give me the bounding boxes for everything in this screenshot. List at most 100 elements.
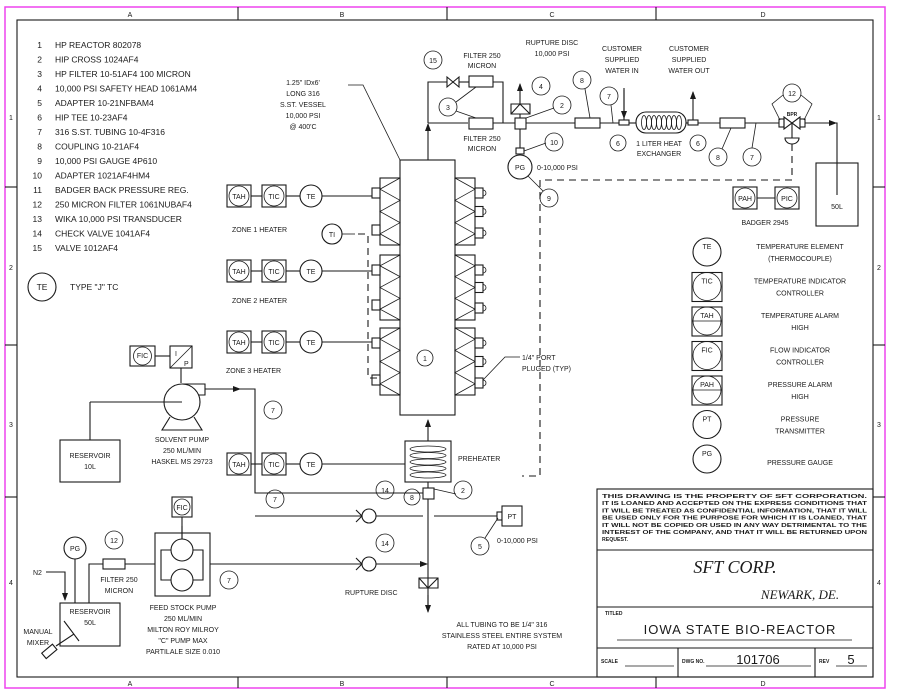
balloon-14-text: 14 (381, 541, 389, 548)
zone-col-b: B (340, 12, 345, 19)
tic-controller: TIC (261, 259, 287, 283)
preheater-section: PREHEATER 8 14 2 PT 5 0-10,000 PSI 14 (345, 419, 562, 651)
plugged-port (474, 337, 484, 349)
tubing-note: ALL TUBING TO BE 1/4" 316 (457, 622, 548, 629)
zone-row-1-right: 1 (877, 115, 881, 122)
preheater (404, 440, 452, 483)
reservoir-10l (59, 439, 121, 483)
tubing-note: RATED AT 10,000 PSI (467, 644, 537, 651)
zone-markers: A B C D A B C D 1 2 3 4 1 2 3 4 (5, 7, 885, 688)
legend-description: CONTROLLER (776, 360, 824, 367)
balloon-15-text: 15 (429, 58, 437, 65)
balloon-7-text: 7 (227, 578, 231, 585)
pressure-transmitter (501, 505, 523, 527)
zone-2-heater-label: ZONE 2 HEATER (232, 298, 287, 305)
tic-controller-text: TIC (268, 194, 279, 201)
port-note-line: PLUGED (TYP) (522, 366, 571, 373)
tic-controller: TIC (261, 330, 287, 354)
legend-symbol: TAH (700, 313, 713, 320)
filter-bottom-label: MICRON (468, 146, 496, 153)
tah-alarm-text: TAH (232, 194, 245, 201)
pt-text: PT (508, 514, 518, 521)
balloon-2-top (552, 95, 572, 115)
feed-pump-label: "C" PUMP MAX (158, 638, 208, 645)
back-pressure-regulator: BPR 12 (771, 83, 813, 145)
heat-exchanger-label: EXCHANGER (637, 151, 681, 158)
vessel-note-line: S.ST. VESSEL (280, 102, 326, 109)
zone-col-d-bottom: D (760, 681, 765, 688)
balloon-12-text: 12 (110, 538, 118, 545)
tah-alarm: TAH (226, 330, 252, 354)
zone-col-a: A (128, 12, 133, 19)
balloon-6-right (689, 134, 707, 152)
ti-signal-line (358, 233, 378, 379)
ti-text: TI (329, 232, 335, 239)
legend-description: PRESSURE ALARM (768, 382, 832, 389)
heater-port (371, 187, 381, 199)
part-description: 250 MICRON FILTER 1061NUBAF4 (55, 200, 192, 210)
tah-alarm-text: TAH (232, 340, 245, 347)
tic-controller: TIC (261, 452, 287, 476)
te-type-note: TE TYPE "J" TC (27, 272, 118, 302)
pg-text: PG (515, 165, 525, 172)
tah-alarm: TAH (226, 259, 252, 283)
solvent-pump-label: HASKEL MS 29723 (151, 459, 212, 466)
rupture-top-label: RUPTURE DISC (526, 40, 579, 47)
zone-1-heater-label: ZONE 1 HEATER (232, 227, 287, 234)
plugged-port (474, 205, 484, 218)
confidentiality-notice-line: INTEREST OF THE COMPANY, AND THAT IT WIL… (602, 530, 868, 536)
zone-row-4: 4 (9, 580, 13, 587)
balloon-9-text: 9 (547, 196, 551, 203)
tah-alarm-text: TAH (232, 269, 245, 276)
valve-15 (446, 75, 460, 89)
balloon-14-text: 14 (381, 488, 389, 495)
pressure-signal-line (522, 179, 792, 477)
legend-symbol: FIC (701, 348, 712, 355)
confidentiality-notice-line: IT IS LOANED AND ACCEPTED ON THE EXPRESS… (602, 501, 867, 507)
zone-col-b-bottom: B (340, 681, 345, 688)
balloon-10 (544, 132, 564, 152)
dwg-number: 101706 (736, 652, 779, 667)
tah-alarm-text: TAH (232, 462, 245, 469)
plugged-port (474, 302, 484, 314)
reservoir-10l-label: RESERVOIR (69, 453, 110, 460)
te-symbol: TE (37, 282, 48, 292)
tic-controller-text: TIC (268, 269, 279, 276)
plugged-port (474, 187, 484, 199)
preheater-coil (409, 471, 447, 479)
vessel-note-line: @ 400'C (289, 124, 316, 131)
preheater-label: PREHEATER (458, 456, 500, 463)
plugged-port (474, 264, 484, 276)
heater-band (454, 177, 487, 246)
part-description: ADAPTER 10-21NFBAM4 (55, 98, 154, 108)
filter-feed (102, 558, 126, 570)
water-in-label: CUSTOMER (602, 46, 642, 53)
coupling-8 (574, 117, 601, 129)
filter-bottom (468, 117, 494, 130)
balloon-7-top (599, 86, 619, 106)
zone-col-d: D (760, 12, 765, 19)
zone-col-c-bottom: C (549, 681, 554, 688)
preheater-coil (409, 445, 447, 453)
company-name: SFT CORP. (693, 557, 776, 577)
balloon-6-left (609, 134, 627, 152)
filter-bottom-label: FILTER 250 (463, 136, 500, 143)
zone-3-heater-label: ZONE 3 HEATER (226, 368, 281, 375)
vessel-note-line: 1.25" IDx6' (286, 80, 320, 87)
title-block: THIS DRAWING IS THE PROPERTY OF SFT CORP… (596, 488, 874, 678)
feed-stock-pump (154, 532, 211, 597)
drawing-title: IOWA STATE BIO-REACTOR (644, 622, 837, 637)
tubing-note: STAINLESS STEEL ENTIRE SYSTEM (442, 633, 562, 640)
balloon-7-text: 7 (750, 155, 754, 162)
plugged-port (474, 377, 484, 389)
zone-row-2-right: 2 (877, 265, 881, 272)
tic-controller-text: TIC (268, 462, 279, 469)
